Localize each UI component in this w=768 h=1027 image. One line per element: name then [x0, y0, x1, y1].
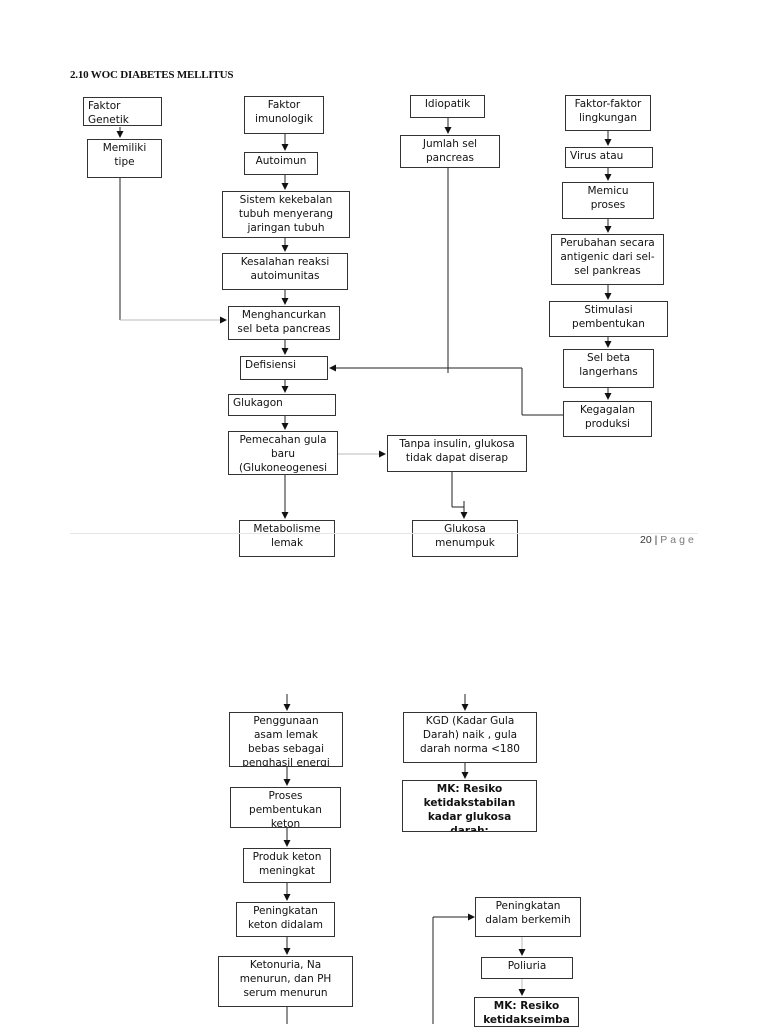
node-glukosa-menumpuk: Glukosa menumpuk ...	[412, 520, 518, 557]
node-memicu-proses: Memicu proses ...	[562, 182, 654, 219]
node-poliuria: Poliuria	[481, 957, 573, 979]
node-mk-resiko-glukosa: MK: Resiko ketidakstabilan kadar glukosa…	[402, 780, 537, 832]
page-number-separator: |	[654, 534, 658, 546]
node-perubahan-antigenic: Perubahan secara antigenic dari sel- sel…	[551, 234, 664, 285]
page-number: 20 | Page	[640, 534, 697, 546]
node-penggunaan-asam-lemak: Penggunaan asam lemak bebas sebagai peng…	[229, 712, 343, 767]
node-produk-keton: Produk keton meningkat	[243, 848, 331, 883]
node-menghancurkan: Menghancurkan sel beta pancreas	[228, 306, 340, 340]
node-idiopatik: Idiopatik	[410, 95, 485, 118]
node-mk-resiko-cairan: MK: Resiko ketidakseimba	[474, 997, 579, 1027]
node-faktor-genetik: Faktor Genetik	[83, 97, 162, 126]
node-peningkatan-berkemih: Peningkatan dalam berkemih	[475, 897, 581, 937]
node-autoimun: Autoimun	[244, 152, 318, 175]
node-kesalahan-reaksi: Kesalahan reaksi autoimunitas	[222, 253, 348, 290]
node-ketonuria: Ketonuria, Na menurun, dan PH serum menu…	[218, 956, 353, 1007]
node-pemecahan-gula: Pemecahan gula baru (Glukoneogenesi	[228, 431, 338, 475]
node-proses-pembentukan-keton: Proses pembentukan keton	[230, 787, 341, 828]
node-jumlah-sel: Jumlah sel pancreas	[400, 135, 500, 168]
node-glukagon: Glukagon ...	[228, 394, 336, 416]
node-kgd: KGD (Kadar Gula Darah) naik , gula darah…	[403, 712, 537, 763]
page-number-value: 20	[640, 534, 652, 546]
node-peningkatan-keton: Peningkatan keton didalam	[236, 902, 335, 937]
page-word: Page	[660, 534, 697, 546]
node-kegagalan: Kegagalan produksi ...	[563, 401, 652, 437]
node-sel-beta: Sel beta langerhans ...	[563, 349, 654, 388]
node-faktor-lingkungan: Faktor-faktor lingkungan	[565, 95, 651, 131]
node-sistem-kekebalan: Sistem kekebalan tubuh menyerang jaringa…	[222, 191, 350, 238]
node-faktor-imunologik: Faktor imunologik	[244, 96, 324, 134]
node-virus-atau: Virus atau	[565, 147, 653, 168]
footer-divider	[70, 533, 698, 534]
node-metabolisme-lemak: Metabolisme lemak ...	[239, 520, 335, 557]
node-memiliki-tipe: Memiliki tipe ...	[87, 139, 162, 178]
page-title: 2.10 WOC DIABETES MELLITUS	[70, 69, 234, 81]
node-tanpa-insulin: Tanpa insulin, glukosa tidak dapat diser…	[387, 435, 527, 472]
node-stimulasi: Stimulasi pembentukan	[549, 301, 668, 337]
node-defisiensi: Defisiensi ...	[240, 356, 328, 380]
